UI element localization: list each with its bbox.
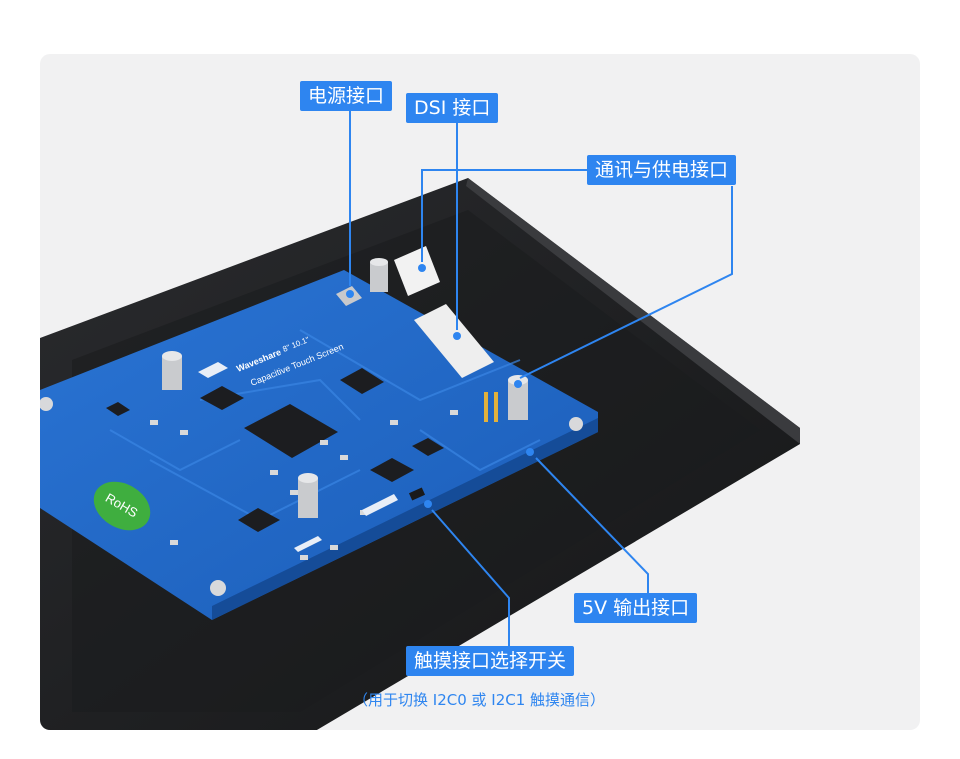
touch-switch-note: （用于切换 I2C0 或 I2C1 触摸通信）	[353, 691, 606, 709]
callout-lines	[349, 110, 733, 646]
dsi-connector	[414, 304, 494, 378]
power-port-label: 电源接口	[300, 81, 393, 111]
touch-switch-label: 触摸接口选择开关	[406, 646, 575, 676]
standoff-posts	[162, 258, 528, 518]
5v-header-pins	[484, 392, 498, 422]
display-panel-edge	[466, 178, 800, 444]
touch-switch	[408, 487, 426, 501]
callout-dots	[346, 264, 534, 508]
comm-power-port-label: 通讯与供电接口	[587, 155, 737, 185]
dsi-port-label: DSI 接口	[406, 93, 499, 123]
rohs-badge	[93, 481, 151, 531]
comm-connector	[394, 246, 440, 296]
main-ic	[244, 404, 338, 458]
5v-output-port-label: 5V 输出接口	[574, 593, 698, 623]
